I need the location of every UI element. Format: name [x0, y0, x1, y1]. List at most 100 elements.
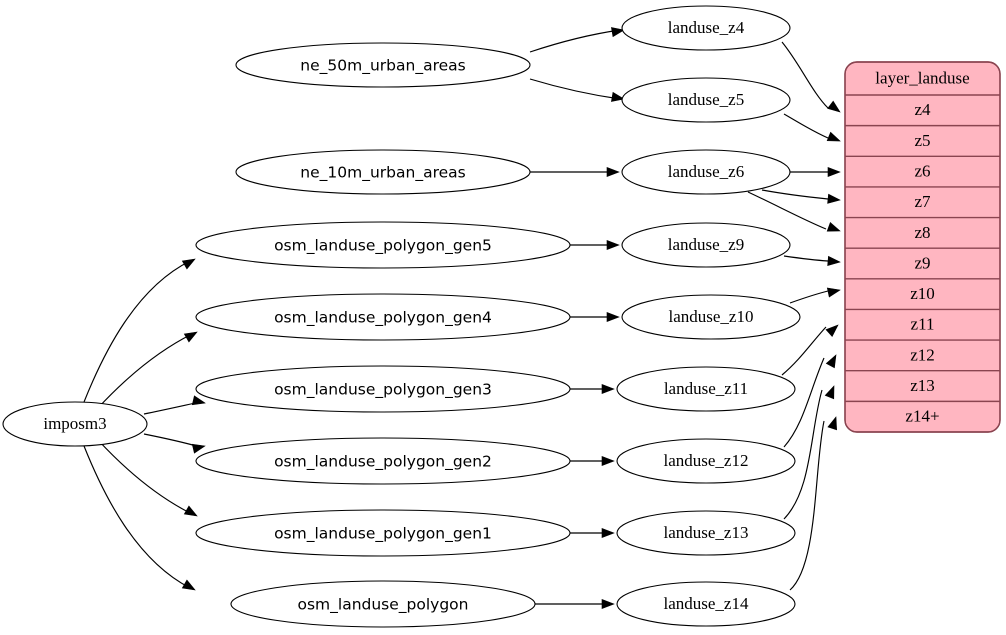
- record-row-label: z8: [914, 223, 930, 242]
- record-row-z9[interactable]: z9: [845, 253, 1000, 280]
- record-row-label: z12: [910, 345, 935, 364]
- node-ellipse-shape: [621, 222, 791, 268]
- node-label: ne_50m_urban_areas: [300, 57, 465, 76]
- node-label: osm_landuse_polygon_gen4: [274, 309, 492, 328]
- record-row-label: z9: [914, 253, 930, 272]
- node-ellipse-shape: [616, 366, 796, 412]
- node-ellipse-shape: [616, 510, 796, 556]
- edge-landuse_z6-to-layer_landuse-z7: [761, 189, 829, 200]
- node-label: landuse_z11: [664, 379, 748, 398]
- landuse-node-landuse_z6[interactable]: landuse_z6: [621, 149, 791, 195]
- edge-landuse_z11-to-layer_landuse-z11: [781, 326, 827, 376]
- source-node-osm_landuse_polygon_gen5[interactable]: osm_landuse_polygon_gen5: [195, 221, 571, 269]
- node-label: landuse_z4: [668, 18, 745, 37]
- arrow-head-icon: [601, 383, 615, 395]
- record-row-z11[interactable]: z11: [845, 315, 1000, 341]
- node-ellipse-shape: [195, 293, 571, 341]
- landuse-node-landuse_z4[interactable]: landuse_z4: [621, 5, 791, 51]
- landuse-node-landuse_z12[interactable]: landuse_z12: [616, 438, 796, 484]
- landuse-node-landuse_z9[interactable]: landuse_z9: [621, 222, 791, 268]
- record-row-label: z4: [914, 100, 931, 119]
- record-row-label: z14+: [905, 407, 939, 426]
- node-ellipse-shape: [195, 437, 571, 485]
- source-node-osm_landuse_polygon_gen3[interactable]: osm_landuse_polygon_gen3: [195, 365, 571, 413]
- landuse-nodes-layer: landuse_z4 landuse_z5 landuse_z6 landuse_z9…: [616, 5, 801, 627]
- node-label: landuse_z5: [668, 90, 744, 109]
- arrow-head-icon: [827, 166, 841, 178]
- arrow-head-icon: [601, 598, 615, 610]
- arrow-head-icon: [601, 527, 615, 539]
- record-row-z12[interactable]: z12: [845, 345, 1000, 372]
- record-row-z14plus[interactable]: z14+: [905, 407, 939, 426]
- record-row-z4[interactable]: z4: [845, 100, 1000, 127]
- edge-imposm3-to-osm_landuse_polygon_gen3: [143, 401, 201, 415]
- node-label: landuse_z14: [664, 594, 749, 613]
- record-node-layer_landuse[interactable]: layer_landusez4z5z6z7z8z9z10z11z12z13z14…: [844, 61, 1001, 433]
- record-row-z6[interactable]: z6: [845, 161, 1000, 188]
- arrow-head-icon: [183, 331, 198, 343]
- arrow-head-icon: [181, 579, 196, 591]
- node-label: ne_10m_urban_areas: [300, 164, 465, 183]
- arrow-head-icon: [826, 287, 841, 298]
- arrow-head-icon: [611, 91, 625, 102]
- landuse-node-landuse_z5[interactable]: landuse_z5: [621, 77, 791, 123]
- source-node-osm_landuse_polygon[interactable]: osm_landuse_polygon: [230, 580, 536, 628]
- record-row-label: z7: [914, 192, 931, 211]
- record-row-z13[interactable]: z13: [845, 376, 1000, 403]
- record-row-label: z6: [914, 161, 930, 180]
- edge-ne_50m_urban_areas-to-landuse_z4: [529, 29, 621, 53]
- record-row-label: z11: [911, 315, 935, 334]
- node-ellipse-shape: [235, 42, 531, 88]
- record-row-z7[interactable]: z7: [845, 192, 1000, 219]
- edge-imposm3-to-osm_landuse_polygon_gen2: [143, 433, 201, 448]
- source-node-osm_landuse_polygon_gen2[interactable]: osm_landuse_polygon_gen2: [195, 437, 571, 485]
- node-ellipse-shape: [2, 401, 148, 447]
- edge-landuse_z14-to-layer_landuse-z14: [789, 420, 825, 591]
- record-row-z10[interactable]: z10: [845, 284, 1000, 311]
- record-row-label: z5: [914, 131, 930, 150]
- arrow-head-icon: [827, 416, 837, 431]
- landuse-node-landuse_z13[interactable]: landuse_z13: [616, 510, 796, 556]
- edge-imposm3-to-osm_landuse_polygon_gen1: [97, 439, 193, 515]
- edge-landuse_z9-to-layer_landuse-z9: [783, 255, 829, 262]
- arrow-head-icon: [191, 395, 206, 406]
- landuse-node-landuse_z10[interactable]: landuse_z10: [621, 294, 801, 340]
- node-label: landuse_z13: [664, 523, 749, 542]
- arrow-head-icon: [606, 166, 620, 178]
- node-ellipse-shape: [195, 221, 571, 269]
- arrow-head-icon: [826, 222, 841, 232]
- source-node-ne_50m_urban_areas[interactable]: ne_50m_urban_areas: [235, 42, 531, 88]
- arrow-head-icon: [824, 385, 835, 400]
- arrow-head-icon: [827, 100, 841, 113]
- node-label: landuse_z6: [668, 162, 744, 181]
- source-nodes-layer: imposm3 ne_50m_urban_areas ne_10m_urban_ar…: [2, 42, 571, 628]
- source-node-ne_10m_urban_areas[interactable]: ne_10m_urban_areas: [235, 149, 531, 195]
- record-node-outline: [844, 61, 1001, 433]
- source-node-osm_landuse_polygon_gen4[interactable]: osm_landuse_polygon_gen4: [195, 293, 571, 341]
- landuse-node-landuse_z11[interactable]: landuse_z11: [616, 366, 796, 412]
- landuse-node-landuse_z14[interactable]: landuse_z14: [616, 581, 796, 627]
- node-label: osm_landuse_polygon: [297, 596, 468, 615]
- arrow-head-icon: [191, 443, 206, 454]
- edge-imposm3-to-osm_landuse_polygon: [83, 445, 191, 589]
- arrow-head-icon: [181, 258, 196, 270]
- arrow-head-icon: [606, 311, 620, 323]
- record-row-label: z10: [910, 284, 935, 303]
- source-node-imposm3[interactable]: imposm3: [2, 401, 148, 447]
- node-label: osm_landuse_polygon_gen5: [274, 237, 492, 256]
- node-label: landuse_z10: [669, 307, 754, 326]
- node-ellipse-shape: [621, 294, 801, 340]
- source-node-osm_landuse_polygon_gen1[interactable]: osm_landuse_polygon_gen1: [195, 509, 571, 557]
- arrow-head-icon: [826, 131, 841, 142]
- record-row-label: z13: [910, 376, 935, 395]
- node-ellipse-shape: [616, 438, 796, 484]
- edge-landuse_z10-to-layer_landuse-z10: [789, 290, 829, 304]
- node-ellipse-shape: [235, 149, 531, 195]
- record-row-z8[interactable]: z8: [845, 223, 1000, 249]
- node-ellipse-shape: [621, 5, 791, 51]
- arrow-head-icon: [825, 354, 837, 369]
- record-row-z5[interactable]: z5: [845, 131, 1000, 157]
- arrow-head-icon: [183, 505, 198, 517]
